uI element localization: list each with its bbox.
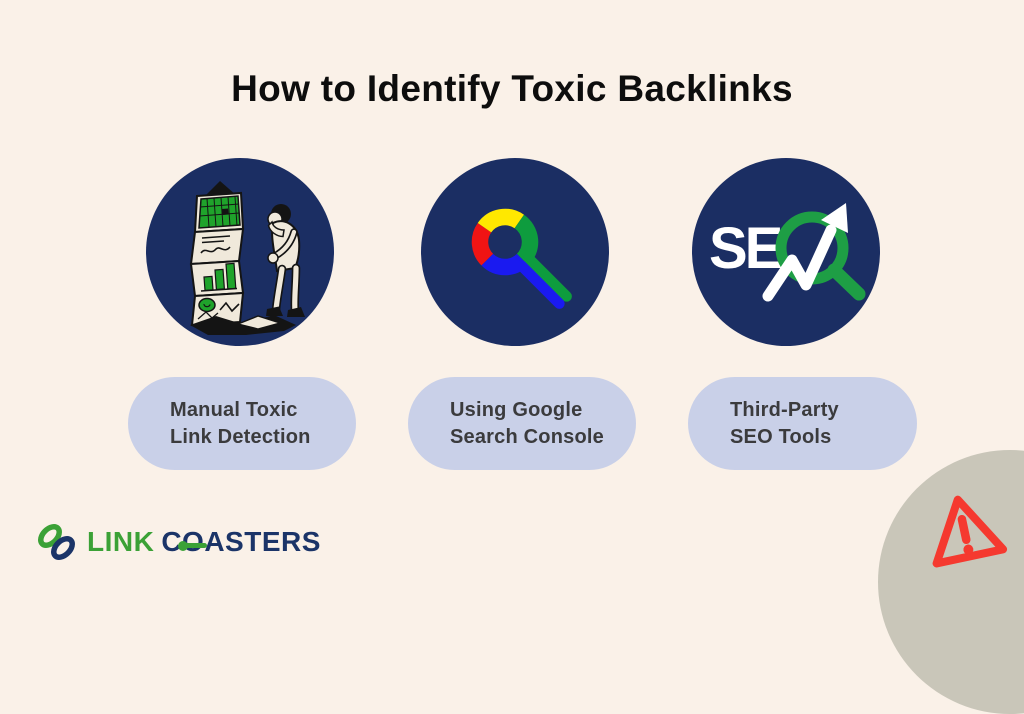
chain-link-icon bbox=[38, 524, 75, 560]
google-colored-magnifier-icon bbox=[471, 208, 572, 309]
step3-label-pill: Third-Party SEO Tools bbox=[688, 377, 917, 470]
step2-icon-circle bbox=[421, 158, 609, 346]
brand-o-link-dot bbox=[178, 540, 189, 551]
page-title: How to Identify Toxic Backlinks bbox=[231, 68, 793, 109]
step2-label-pill: Using Google Search Console bbox=[408, 377, 636, 470]
brand-word-link: LINK bbox=[87, 526, 155, 557]
brand-o-link-bar bbox=[180, 543, 208, 548]
corner-decor-circle bbox=[878, 450, 1024, 714]
warning-triangle-icon bbox=[932, 495, 1008, 568]
seo-magnifier-icon bbox=[762, 203, 866, 302]
step1-label-line1: Manual Toxic bbox=[170, 398, 298, 421]
step1-label-line2: Link Detection bbox=[170, 425, 311, 448]
step1-icon-circle bbox=[146, 158, 334, 346]
brand-word-coasters: COASTERS bbox=[161, 526, 321, 557]
step3-label-line1: Third-Party bbox=[730, 398, 839, 421]
seo-wordmark-letters: SE bbox=[709, 216, 783, 281]
step3-label-line2: SEO Tools bbox=[730, 425, 832, 448]
step1-label-pill: Manual Toxic Link Detection bbox=[128, 377, 356, 470]
step2-label-line1: Using Google bbox=[450, 398, 583, 421]
step2-label-line2: Search Console bbox=[450, 425, 604, 448]
manual-link-inspection-illustration-icon bbox=[189, 181, 305, 335]
step3-icon-circle: SE bbox=[692, 158, 880, 346]
